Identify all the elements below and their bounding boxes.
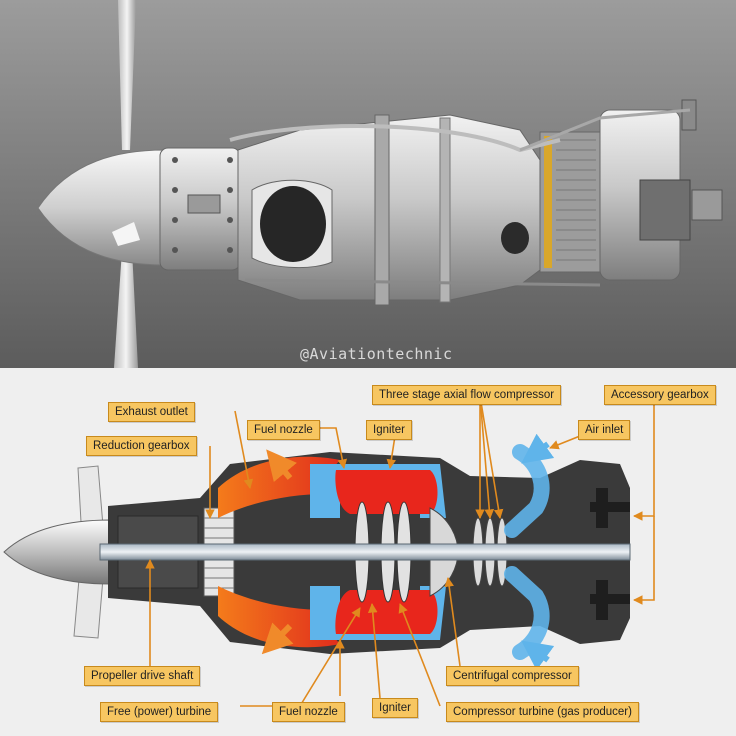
gearbox-bolts [172,157,233,253]
label-igniter-top: Igniter [366,420,412,440]
exhaust-port [260,186,326,262]
spinner-cutaway [3,519,111,585]
cutaway-diagram-panel: Exhaust outlet Fuel nozzle Igniter Three… [0,368,736,736]
propeller-drive-shaft [99,543,631,561]
label-fuel-nozzle-bottom: Fuel nozzle [272,702,345,722]
exhaust-gas-top [218,456,340,518]
label-accessory-gearbox: Accessory gearbox [604,385,716,405]
spinner-cutout [112,222,140,246]
label-igniter-bottom: Igniter [372,698,418,718]
exhaust-gas-bottom [218,586,340,648]
accessory-gears [590,488,630,620]
label-centrifugal-compressor: Centrifugal compressor [446,666,579,686]
label-fuel-nozzle-top: Fuel nozzle [247,420,320,440]
engine-render [0,0,736,368]
label-three-stage-compressor: Three stage axial flow compressor [372,385,562,405]
label-propeller-drive-shaft: Propeller drive shaft [84,666,201,686]
propeller-blade-bottom [114,250,138,368]
label-free-power-turbine: Free (power) turbine [100,702,219,722]
engine-render-panel: @Aviationtechnic [0,0,736,368]
watermark: @Aviationtechnic [300,345,453,363]
label-compressor-turbine: Compressor turbine (gas producer) [446,702,639,722]
label-air-inlet: Air inlet [578,420,631,440]
label-exhaust-outlet: Exhaust outlet [108,402,195,422]
label-reduction-gearbox: Reduction gearbox [86,436,197,456]
propeller-blade-top [118,0,136,150]
